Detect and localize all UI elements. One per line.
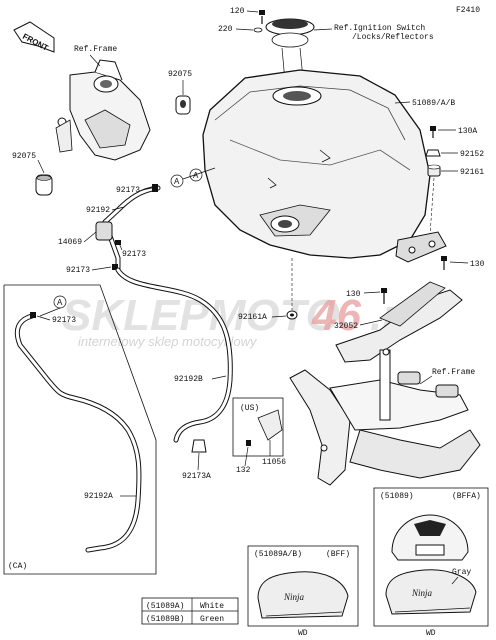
washer-220 (253, 27, 263, 33)
bff-title-right: (BFF) (326, 550, 350, 559)
marker-a-ca: A (53, 295, 67, 309)
front-arrow: FRONT (13, 21, 55, 53)
svg-text:A: A (193, 171, 199, 180)
svg-text:A: A (174, 177, 180, 186)
figure-id: F2410 (456, 6, 480, 15)
bffa-title-left: (51089) (380, 492, 414, 501)
inset-bff: Ninja (247, 545, 359, 627)
damper-92075-left (35, 174, 53, 196)
bff-title-left: (51089A/B) (254, 550, 302, 559)
hose-92192a (14, 313, 142, 553)
valve-14069 (95, 221, 113, 241)
callout-11056: 11056 (262, 458, 286, 467)
callout-92173-mid: 92173 (122, 250, 146, 259)
callout-92192: 92192 (86, 206, 110, 215)
callout-ref-frame-top: Ref.Frame (74, 45, 117, 54)
damper-92075-right (175, 95, 191, 115)
us-label: (US) (240, 404, 259, 413)
frame-structure (289, 281, 481, 486)
callout-92161a: 92161A (238, 313, 267, 322)
bffa-wd-label: WD (426, 629, 436, 638)
svg-text:Ninja: Ninja (283, 592, 305, 602)
bolt-130-mid (381, 288, 387, 304)
fuel-tank (202, 69, 431, 259)
bff-wd-label: WD (298, 629, 308, 638)
callout-132: 132 (236, 466, 251, 475)
bffa-gray-label: Gray (452, 568, 471, 577)
callout-92173-lower: 92173 (66, 266, 90, 275)
callout-92161: 92161 (460, 168, 484, 177)
callout-51089: 51089/A/B (412, 99, 455, 108)
clip-92173-a (152, 184, 158, 192)
color-table: (51089A) White (51089B) Green (141, 597, 239, 625)
marker-a-2: A (189, 168, 203, 182)
color-table-part-1: (51089A) (146, 602, 184, 611)
callout-32052: 32052 (334, 322, 358, 331)
callout-92173a: 92173A (182, 472, 211, 481)
callout-120: 120 (230, 7, 245, 16)
bolt-130a (430, 126, 436, 138)
svg-text:A: A (57, 298, 63, 307)
bolt-130-right (441, 256, 447, 270)
us-variant-box (232, 397, 284, 457)
clip-92173-b (115, 240, 121, 245)
hose-92192b (115, 267, 233, 443)
callout-14069: 14069 (58, 238, 82, 247)
callout-92192a: 92192A (84, 492, 113, 501)
callout-130-mid: 130 (346, 290, 361, 299)
color-table-color-1: White (200, 602, 224, 611)
ca-variant-box (3, 284, 157, 575)
callout-92075-left: 92075 (12, 152, 36, 161)
color-table-color-2: Green (200, 615, 224, 624)
frame-bracket-left (55, 59, 151, 161)
color-table-part-2: (51089B) (146, 615, 184, 624)
callout-92173-ca: 92173 (52, 316, 76, 325)
callout-220: 220 (218, 25, 233, 34)
watermark-tagline: internetowy sklep motocyklowy (78, 334, 258, 349)
clip-92173a (191, 439, 207, 453)
bffa-title-right: (BFFA) (452, 492, 481, 501)
marker-a-1: A (170, 174, 184, 188)
callout-ignition-ref: Ref.Ignition Switch (334, 24, 425, 33)
callout-130-right: 130 (470, 260, 485, 269)
collar-92152 (425, 149, 441, 157)
tank-rear-bracket (395, 231, 447, 263)
ca-label: (CA) (8, 562, 27, 571)
bolt-120 (259, 10, 265, 24)
watermark-brand-right: 46 (311, 291, 361, 340)
svg-text:Ninja: Ninja (411, 588, 433, 598)
damper-92161 (427, 164, 441, 177)
clip-92173-c (112, 264, 118, 270)
clip-92173-ca (30, 312, 36, 318)
callout-ignition-ref-2: /Locks/Reflectors (352, 33, 434, 42)
callout-ref-frame-mid: Ref.Frame (432, 368, 475, 377)
inset-bffa: Ninja (373, 487, 489, 627)
callout-130a: 130A (458, 127, 477, 136)
callout-92173-upper: 92173 (116, 186, 140, 195)
callout-92075-top: 92075 (168, 70, 192, 79)
callout-92192b: 92192B (174, 375, 203, 384)
grommet-92161a (286, 310, 298, 320)
callout-92152: 92152 (460, 150, 484, 159)
